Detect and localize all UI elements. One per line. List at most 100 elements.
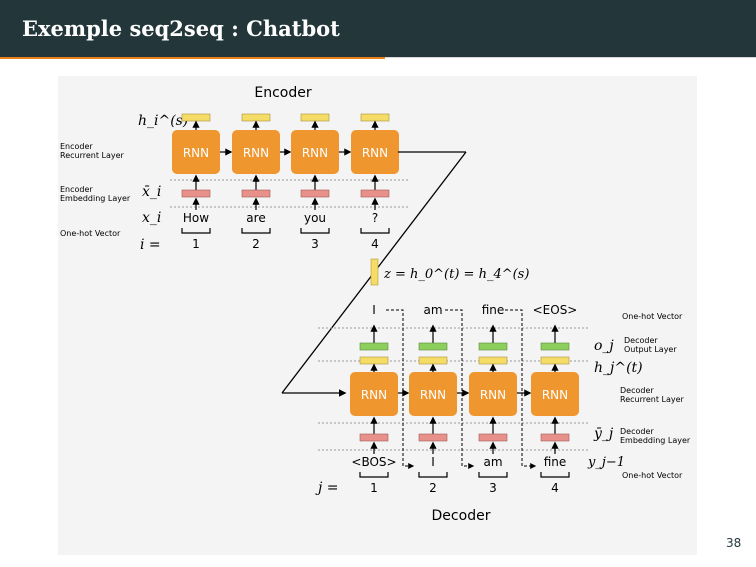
encoder-hidden-bar [181,113,211,122]
decoder-embed-bar [359,433,389,442]
encoder-token: are [246,211,265,225]
decoder-embed-symbol: ȳ_j [593,426,614,442]
encoder-index-bracket [300,228,330,234]
decoder-onehot-bottom-label: One-hot Vector [622,471,683,480]
decoder-hidden-bar [359,356,389,365]
decoder-rnn-block [531,372,579,416]
encoder-index: 4 [371,237,379,251]
decoder-input-symbol: y_j−1 [587,455,625,470]
encoder-index-bracket [241,228,271,234]
decoder-feedback-arrow [445,309,475,469]
decoder-output-layer-label-1: Decoder [624,336,658,345]
encoder-onehot-label: One-hot Vector [60,229,121,238]
encoder-token: ? [372,211,378,225]
encoder-index: 1 [192,237,200,251]
encoder-rnn-label: RNN [302,146,328,160]
slide-header: Exemple seq2seq : Chatbot [0,0,756,57]
encoder-embed-symbol: x̄_i [142,184,161,200]
decoder-index-bracket [478,472,508,478]
encoder-rnn-label: RNN [362,146,388,160]
encoder-title: Encoder [254,85,311,101]
decoder-embed-bar [540,433,570,442]
context-vector-label: z = h_0^(t) = h_4^(s) [383,267,529,282]
encoder-token: you [304,211,326,225]
decoder-rnn-label: RNN [361,388,387,402]
decoder-output-token: <EOS> [533,303,578,317]
decoder-embed-bar [418,433,448,442]
encoder-rnn-block [351,130,399,174]
decoder-output-token: fine [482,303,505,317]
encoder-embedding-layer-label-2: Embedding Layer [60,194,131,203]
decoder-hidden-bar [540,356,570,365]
title-accent-bar [0,57,385,59]
decoder-hidden-bar [478,356,508,365]
encoder-embed-bar [181,189,211,198]
decoder-recurrent-layer-label-2: Recurrent Layer [620,395,685,404]
decoder-rnn-label: RNN [480,388,506,402]
decoder-embed-bar [478,433,508,442]
encoder-input-symbol: x_i [142,210,161,226]
decoder-rnn-label: RNN [542,388,568,402]
encoder-embedding-layer-label-1: Encoder [60,185,93,194]
encoder-index-bracket [360,228,390,234]
decoder-index-bracket [540,472,570,478]
decoder-output-bar [540,342,570,351]
decoder-index-bracket [359,472,389,478]
encoder-recurrent-layer-label-2: Recurrent Layer [60,151,125,160]
decoder-input-token: am [483,455,502,469]
encoder-columns: RNN How 1 RNN are 2 RNN you 3 RNN? 4 [172,113,399,251]
decoder-rnn-label: RNN [420,388,446,402]
encoder-embed-bar [241,189,271,198]
title-divider [385,57,756,58]
encoder-rnn-block [291,130,339,174]
decoder-index-symbol: j = [315,480,339,496]
encoder-token: How [183,211,209,225]
page-number: 38 [726,536,742,550]
decoder-output-token: I [372,303,376,317]
encoder-index: 3 [311,237,319,251]
decoder-embedding-layer-label-1: Decoder [620,427,654,436]
decoder-title: Decoder [432,508,491,524]
decoder-onehot-top-label: One-hot Vector [622,312,683,321]
encoder-hidden-bar [300,113,330,122]
decoder-hidden-bar [418,356,448,365]
decoder-output-bar [418,342,448,351]
decoder-rnn-block [409,372,457,416]
decoder-index: 2 [429,481,437,495]
context-vector-bar [370,258,379,286]
decoder-feedback-arrow [386,309,415,469]
decoder-feedback-arrow [505,309,537,469]
decoder-rnn-block [469,372,517,416]
encoder-rnn-block [232,130,280,174]
decoder-index: 1 [370,481,378,495]
encoder-embed-bar [300,189,330,198]
encoder-rnn-label: RNN [243,146,269,160]
encoder-rnn-block [172,130,220,174]
decoder-output-bar [478,342,508,351]
decoder-index: 4 [551,481,559,495]
decoder-output-token: am [423,303,442,317]
decoder-input-token: fine [544,455,567,469]
encoder-hidden-symbol: h_i^(s) [138,113,188,129]
decoder-rnn-block [350,372,398,416]
slide-title: Exemple seq2seq : Chatbot [22,16,340,41]
decoder-output-symbol: o_j [594,338,614,354]
decoder-output-bar [359,342,389,351]
encoder-hidden-bar [241,113,271,122]
encoder-index-symbol: i = [140,237,161,253]
decoder-recurrent-layer-label-1: Decoder [620,386,654,395]
encoder-rnn-label: RNN [183,146,209,160]
encoder-embed-bar [360,189,390,198]
decoder-index: 3 [489,481,497,495]
encoder-recurrent-layer-label-1: Encoder [60,142,93,151]
encoder-hidden-bar [360,113,390,122]
encoder-index-bracket [181,228,211,234]
decoder-input-token: I [431,455,435,469]
decoder-index-bracket [418,472,448,478]
decoder-output-layer-label-2: Output Layer [624,345,677,354]
encoder-index: 2 [252,237,260,251]
encoder-layer-dividers [170,179,410,208]
decoder-hidden-symbol: h_j^(t) [594,360,643,376]
